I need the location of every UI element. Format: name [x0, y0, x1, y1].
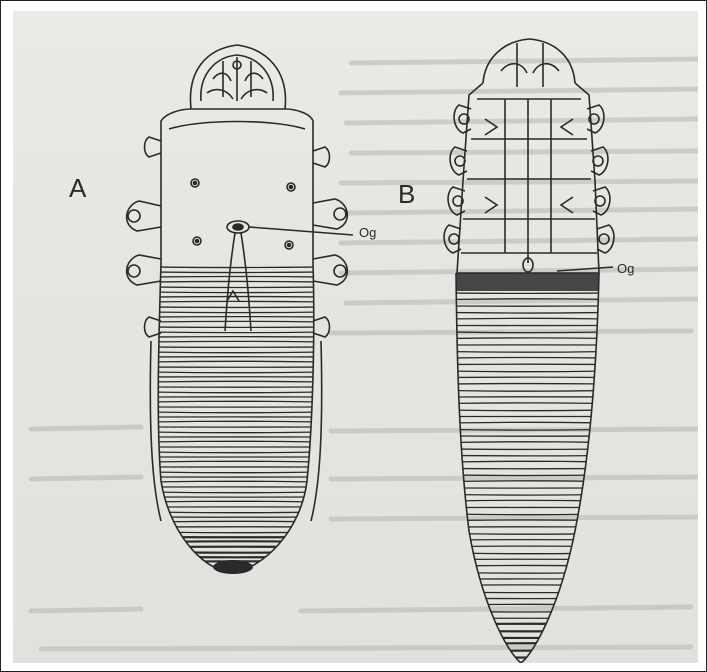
- annulation-line: [151, 332, 321, 333]
- annulation-line: [451, 592, 605, 593]
- annulation-line: [151, 267, 321, 268]
- annulation-line: [451, 573, 605, 574]
- annulation-line: [151, 321, 321, 322]
- annulation-line: [151, 412, 321, 413]
- annulation-line: [151, 481, 321, 482]
- annulation-line: [451, 332, 605, 333]
- annulation-line: [451, 514, 605, 515]
- annulation-line: [151, 532, 321, 533]
- annulation-line: [151, 492, 321, 493]
- annulation-line: [151, 372, 321, 373]
- annulation-line: [151, 281, 321, 282]
- figure-label-a: A: [69, 173, 86, 204]
- annulation-line: [451, 422, 605, 423]
- annulation-line: [451, 565, 605, 566]
- annulation-line: [451, 624, 605, 625]
- annulation-line: [151, 552, 321, 553]
- annulation-line: [451, 371, 605, 372]
- annulation-line: [151, 287, 321, 288]
- annulation-line: [151, 461, 321, 462]
- annulation-line: [151, 401, 321, 402]
- annulation-line: [151, 541, 321, 542]
- annulation-line: [451, 299, 605, 300]
- annulation-line: [451, 391, 605, 392]
- annulation-line: [151, 272, 321, 273]
- annulation-line: [451, 475, 605, 476]
- annulation-line: [451, 430, 605, 431]
- annulation-line: [151, 341, 321, 342]
- photographed-page: A B Og Og: [13, 11, 698, 663]
- annulation-line: [451, 553, 605, 554]
- bleed-through-text: [31, 59, 698, 649]
- annulation-line: [451, 338, 605, 339]
- annulation-line: [151, 421, 321, 422]
- mite-b-band: [456, 273, 599, 291]
- mite-a-drawing: [127, 45, 348, 573]
- annulation-line: [451, 534, 605, 535]
- annulation-line: [451, 358, 605, 359]
- annulation-line: [151, 352, 321, 353]
- figure-label-b: B: [398, 179, 415, 210]
- mite-b-drawing: [444, 39, 614, 663]
- mite-a-tail-tip: [213, 560, 253, 574]
- annulation-line: [151, 432, 321, 433]
- annulation-line: [451, 442, 605, 443]
- annulation-line: [451, 500, 605, 501]
- annulation-line: [451, 318, 605, 319]
- annulation-line: [451, 604, 605, 605]
- mite-b-striations: [451, 293, 605, 658]
- annulation-line: [151, 392, 321, 393]
- annulation-line: [151, 361, 321, 362]
- annulation-line: [151, 452, 321, 453]
- annulation-line: [151, 501, 321, 502]
- mite-a-striations: [151, 267, 321, 573]
- annulation-line: [451, 352, 605, 353]
- annulation-line: [451, 481, 605, 482]
- annulation-line: [151, 441, 321, 442]
- annulation-line: [151, 312, 321, 313]
- annulation-line: [151, 301, 321, 302]
- annulation-line: [451, 657, 605, 658]
- annulation-line: [151, 521, 321, 522]
- annulation-line: [151, 292, 321, 293]
- annulation-line: [151, 381, 321, 382]
- annulation-line: [151, 512, 321, 513]
- callout-label-a: Og: [359, 225, 376, 240]
- annulation-line: [451, 313, 605, 314]
- callout-label-b: Og: [617, 261, 634, 276]
- annulation-line: [451, 461, 605, 462]
- annulation-line: [451, 585, 605, 586]
- mite-diagram-svg: [13, 11, 698, 663]
- annulation-line: [451, 410, 605, 411]
- annulation-line: [151, 277, 321, 278]
- annulation-line: [451, 403, 605, 404]
- annulation-line: [151, 472, 321, 473]
- annulation-line: [451, 643, 605, 644]
